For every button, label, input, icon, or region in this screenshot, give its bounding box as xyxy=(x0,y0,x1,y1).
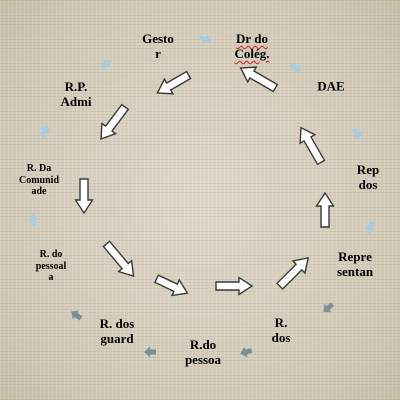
node-r-dos-guard: R. dos guard xyxy=(99,316,135,346)
small-arrow-7 xyxy=(144,346,156,358)
small-arrow-11 xyxy=(99,59,111,70)
small-arrow-3 xyxy=(351,127,362,140)
small-arrow-4 xyxy=(364,221,376,234)
block-arrow-7 xyxy=(276,256,310,290)
small-arrow-5 xyxy=(323,302,335,313)
node-rp-admi: R.P. Admi xyxy=(60,79,92,109)
block-arrow-1 xyxy=(156,70,192,95)
block-arrow-6 xyxy=(215,276,254,296)
block-arrow-9 xyxy=(299,126,326,166)
node-r-dos: R. dos xyxy=(271,315,291,345)
node-r-do-pessoa: R.do pessoa xyxy=(184,337,222,367)
block-arrow-4 xyxy=(102,240,135,278)
block-arrow-3 xyxy=(74,178,94,215)
node-representan: Repre sentan xyxy=(336,249,374,279)
block-arrow-10 xyxy=(239,66,279,93)
node-dr-colegio: Dr do Colég. xyxy=(234,31,270,61)
node-r-do-pessoal: R. do pessoal a xyxy=(35,248,67,283)
small-arrow-2 xyxy=(289,62,301,73)
small-arrow-8 xyxy=(71,310,83,321)
node-dae: DAE xyxy=(317,78,345,94)
small-arrow-10 xyxy=(40,125,50,138)
small-arrow-9 xyxy=(27,214,39,227)
node-rep-dos: Rep dos xyxy=(356,162,380,192)
node-r-da-comunidade: R. Da Comunid ade xyxy=(18,162,60,197)
block-arrow-2 xyxy=(100,103,130,140)
block-arrow-5 xyxy=(153,274,189,297)
small-arrow-6 xyxy=(240,346,253,358)
node-gestor: Gesto r xyxy=(142,31,174,61)
block-arrow-8 xyxy=(315,191,335,228)
small-arrow-1 xyxy=(198,33,211,45)
